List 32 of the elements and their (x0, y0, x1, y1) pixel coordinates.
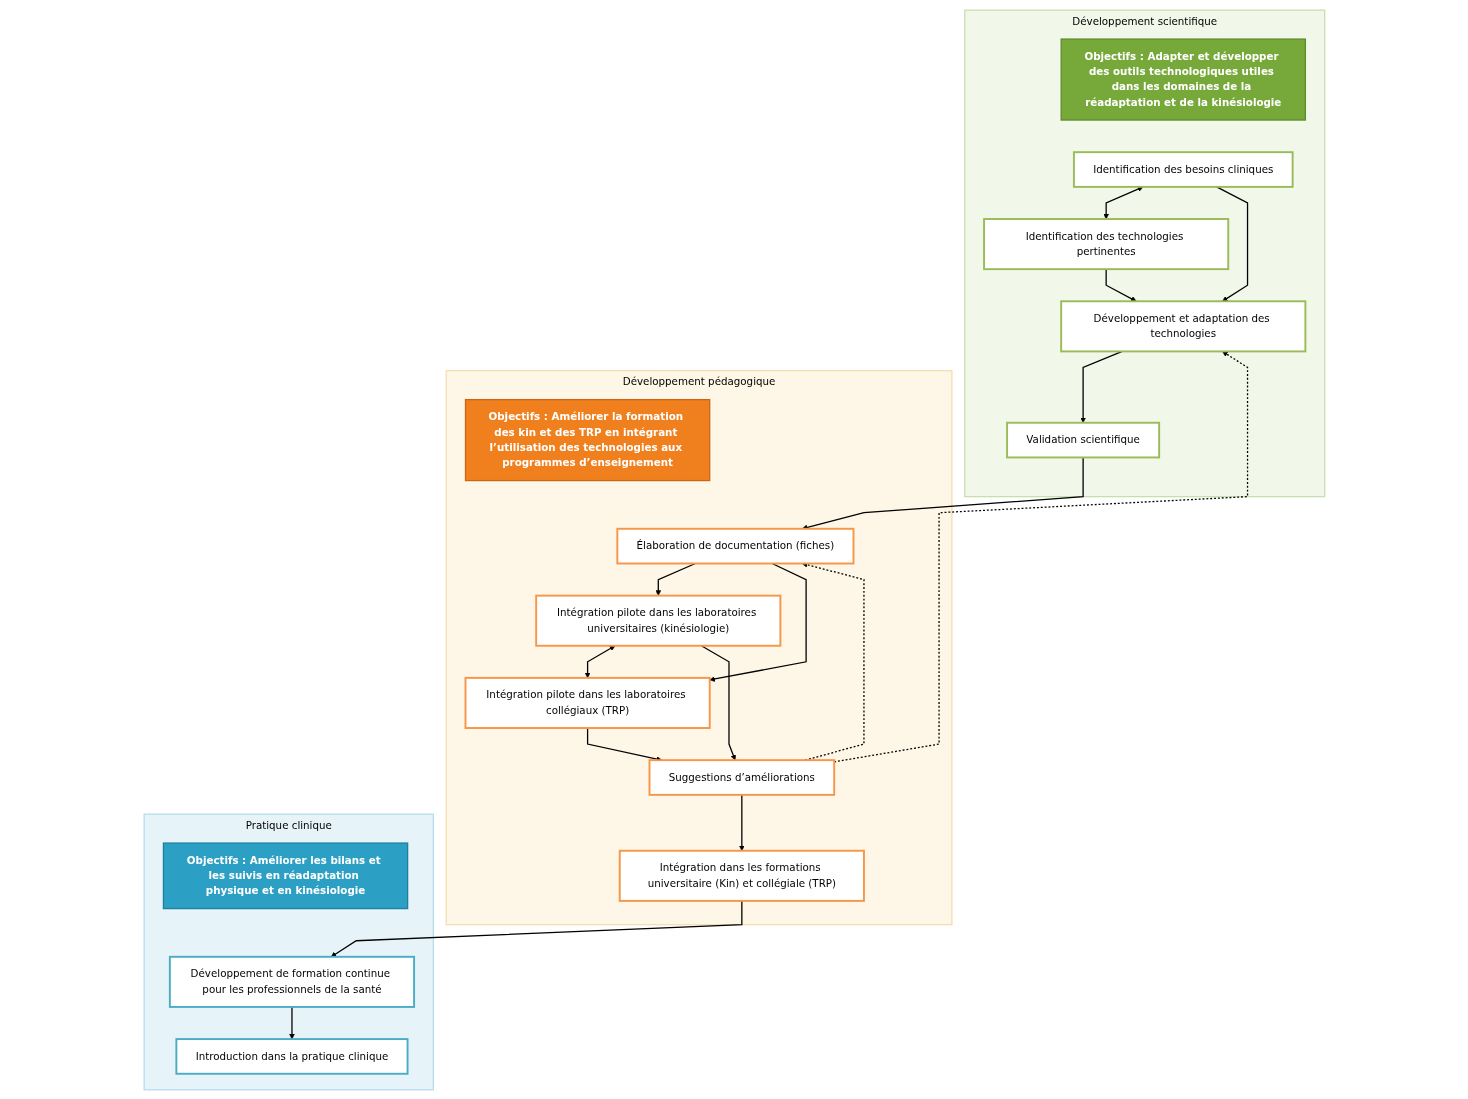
arrow (1102, 185, 1143, 219)
node-box (464, 398, 710, 481)
node-box (464, 676, 711, 729)
arrow (709, 562, 807, 682)
arrow (700, 644, 736, 760)
node-box (162, 841, 408, 909)
arrow (833, 350, 1248, 762)
node-box (1060, 37, 1306, 121)
node-box (615, 527, 855, 564)
arrow (655, 562, 696, 596)
cluster (445, 369, 953, 925)
arrow (1079, 350, 1123, 423)
cluster (143, 813, 434, 1090)
node-box (648, 758, 835, 796)
node-box (534, 594, 781, 647)
arrow (801, 456, 1084, 530)
flowchart-diagram: Développement scientifique Objectifs : Adapter et développer des outils technologiques utiles dans les domaines de la réadaptation et de la kinésiologie Identification des besoins cliniques Identification des technologies pertinentes Développement et adaptation des technologies Validation scientifique Développement pédagogique Objectifs : Améliorer la formation des kin et des TRP en intégrant l’utilisation des technologies aux programmes d’enseignement Élaboration de documentation (fiches) Intégration pilote dans les laboratoires universitaires (kinésiologie) Intégration pilote dans les laboratoires collégiaux (TRP) Suggestions d’améliorations Intégration dans les formations universitaire (Kin) et collégiale (TRP) Pratique clinique Objectifs : Améliorer les bilans et les suivis en réadaptation physique et en kinésiologie Développement de formation continue pour les professionnels de la santé Introduction dans la pratique clinique (138, 4, 1330, 1095)
node-box (175, 1037, 409, 1075)
arrow (584, 645, 615, 678)
node-box (1005, 421, 1160, 458)
arrow (738, 793, 745, 851)
arrow (1215, 185, 1248, 302)
arrow (288, 1005, 295, 1039)
cluster (963, 9, 1325, 497)
node-box (1059, 299, 1306, 352)
node-box (1072, 150, 1294, 188)
node-box (618, 849, 865, 902)
node-box (982, 217, 1229, 270)
arrow (1105, 268, 1137, 302)
node-box (168, 955, 415, 1008)
arrow (801, 561, 865, 761)
arrow (330, 899, 743, 957)
